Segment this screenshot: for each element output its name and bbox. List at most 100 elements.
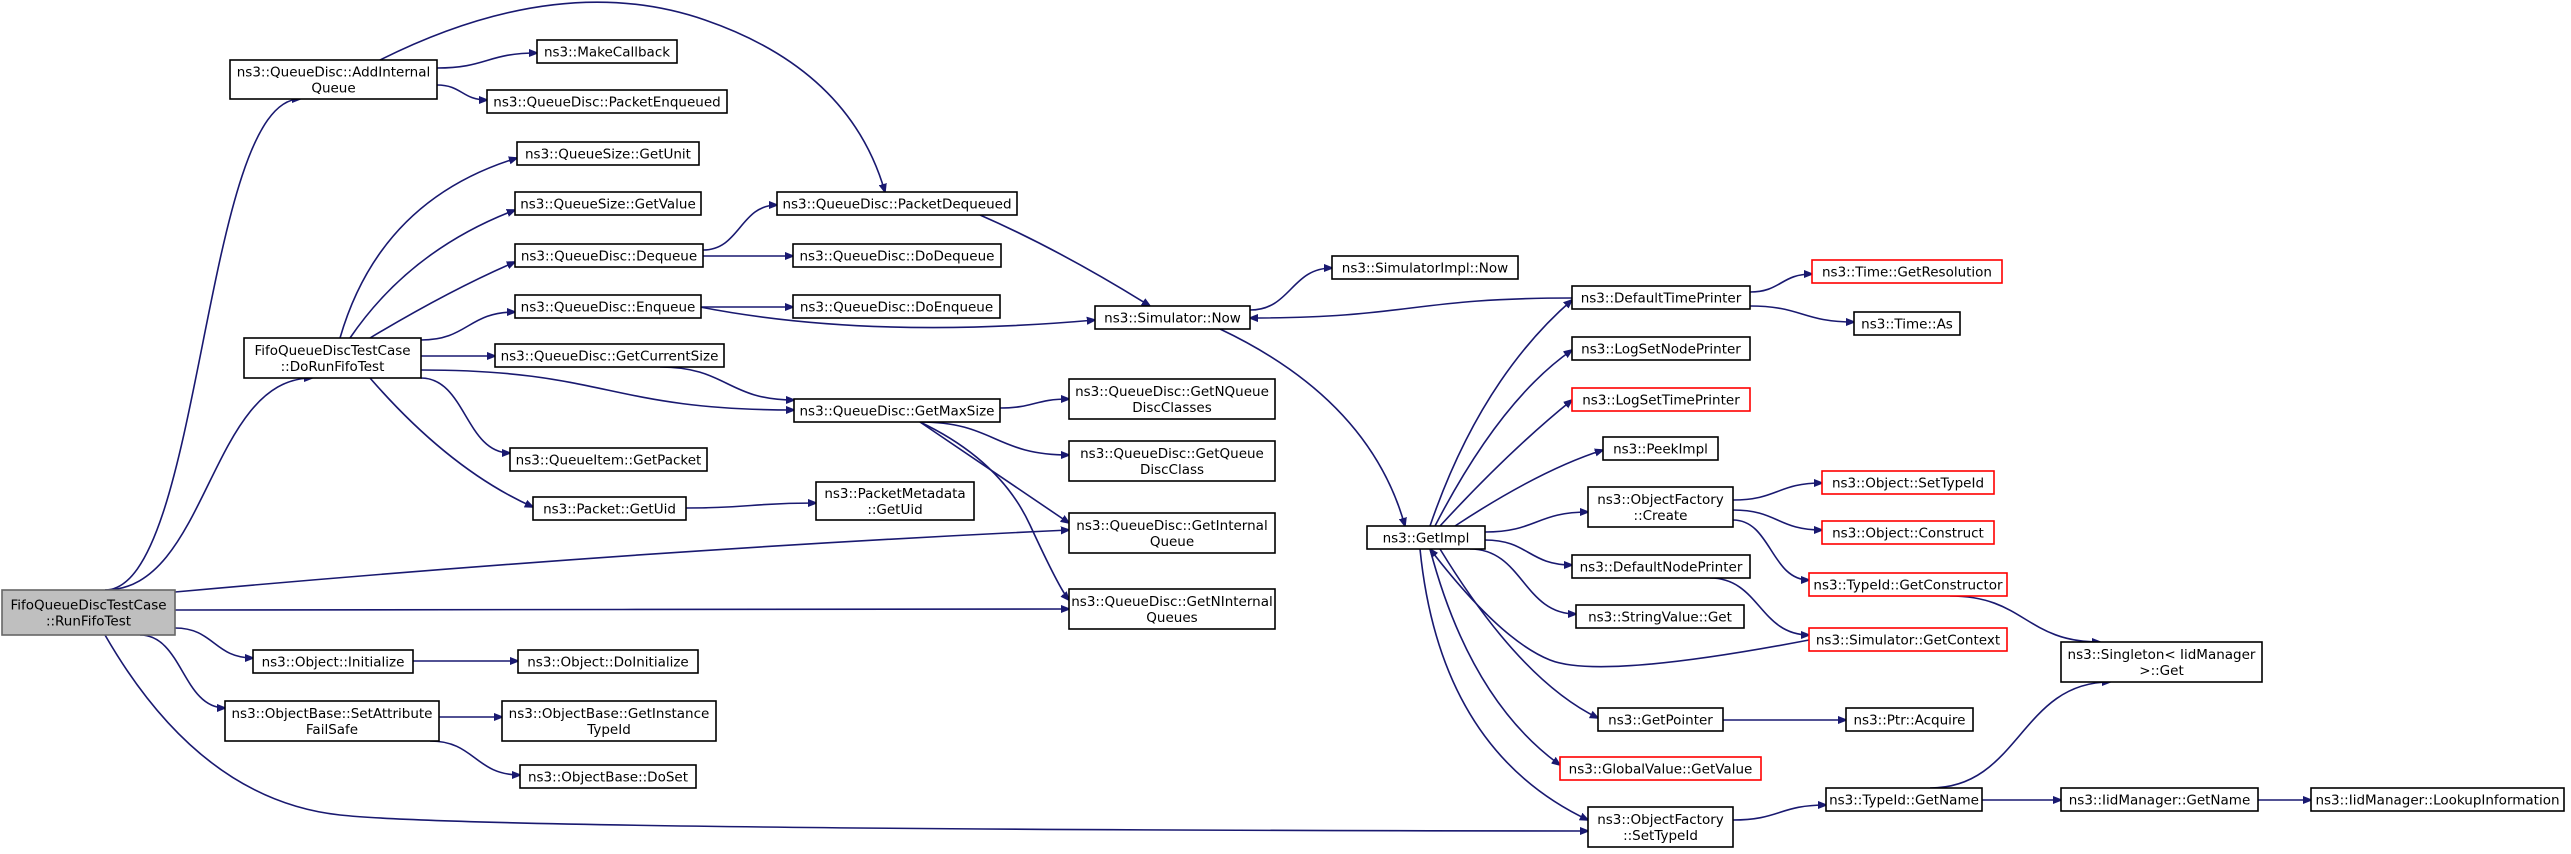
edge-addInternal-to-makeCallback	[436, 53, 537, 69]
node-peekImpl[interactable]: ns3::PeekImpl	[1602, 436, 1719, 461]
node-qiPacket[interactable]: ns3::QueueItem::GetPacket	[509, 447, 708, 472]
node-box	[243, 337, 422, 379]
node-pmUid[interactable]: ns3::PacketMetadata::GetUid	[815, 481, 975, 521]
node-objInit[interactable]: ns3::Object::Initialize	[252, 649, 414, 674]
node-label: ::Create	[1634, 508, 1688, 524]
node-box	[1575, 604, 1745, 629]
edge-getImpl-to-peekImpl	[1454, 450, 1603, 527]
node-box	[1068, 440, 1276, 482]
node-simImplNow[interactable]: ns3::SimulatorImpl::Now	[1331, 255, 1519, 280]
node-simContext[interactable]: ns3::Simulator::GetContext	[1808, 627, 2008, 652]
node-ptrAcquire[interactable]: ns3::Ptr::Acquire	[1845, 707, 1974, 732]
edge-defTime-to-timeRes	[1749, 274, 1812, 293]
node-gvGet[interactable]: ns3::GlobalValue::GetValue	[1559, 756, 1762, 781]
node-label: ns3::ObjectBase::DoSet	[528, 770, 688, 786]
node-defTime[interactable]: ns3::DefaultTimePrinter	[1571, 285, 1751, 310]
node-root[interactable]: FifoQueueDiscTestCase::RunFifoTest	[1, 589, 176, 636]
edge-doRun-to-qiPacket	[420, 377, 510, 453]
node-label: ns3::QueueDisc::AddInternal	[237, 65, 431, 81]
node-box	[1559, 756, 1762, 781]
edge-getImpl-to-logNode	[1434, 350, 1572, 527]
node-label: ns3::GetPointer	[1608, 713, 1713, 729]
node-timeAs[interactable]: ns3::Time::As	[1853, 311, 1961, 336]
node-label: TypeId	[586, 722, 631, 738]
node-dequeue[interactable]: ns3::QueueDisc::Dequeue	[514, 243, 704, 268]
node-typeName[interactable]: ns3::TypeId::GetName	[1825, 787, 1983, 812]
edge-getImpl-to-logTime	[1439, 400, 1572, 527]
node-box	[1853, 311, 1961, 336]
node-label: Queue	[1150, 534, 1194, 550]
node-getPointer[interactable]: ns3::GetPointer	[1597, 707, 1724, 732]
node-box	[514, 243, 704, 268]
node-iidName[interactable]: ns3::IidManager::GetName	[2060, 787, 2259, 812]
node-label: ns3::Object::Construct	[1832, 526, 1984, 542]
node-ofSetType[interactable]: ns3::ObjectFactory::SetTypeId	[1587, 806, 1734, 848]
node-box	[514, 191, 702, 216]
edge-root-to-doRun	[104, 378, 312, 591]
node-timeRes[interactable]: ns3::Time::GetResolution	[1811, 259, 2003, 284]
node-label: ns3::StringValue::Get	[1588, 610, 1732, 626]
node-doSet[interactable]: ns3::ObjectBase::DoSet	[519, 764, 697, 789]
node-objConstruct[interactable]: ns3::Object::Construct	[1821, 520, 1995, 545]
node-qsValue[interactable]: ns3::QueueSize::GetValue	[514, 191, 702, 216]
node-label: ns3::Packet::GetUid	[543, 502, 676, 518]
node-makeCallback[interactable]: ns3::MakeCallback	[536, 39, 678, 64]
node-pktDeq[interactable]: ns3::QueueDisc::PacketDequeued	[776, 191, 1018, 216]
node-label: ns3::Simulator::Now	[1104, 311, 1241, 327]
edge-addInternal-to-pktEnq	[436, 84, 487, 100]
node-box	[252, 649, 414, 674]
node-objSetType[interactable]: ns3::Object::SetTypeId	[1821, 470, 1995, 495]
edge-maxSize-to-nInternal	[919, 421, 1069, 600]
node-doRun[interactable]: FifoQueueDiscTestCase::DoRunFifoTest	[243, 337, 422, 379]
node-label: ns3::Singleton< IidManager	[2068, 647, 2256, 663]
edge-simNow-to-getImpl	[1219, 328, 1405, 526]
node-iidLookup[interactable]: ns3::IidManager::LookupInformation	[2310, 787, 2565, 812]
node-doDequeue[interactable]: ns3::QueueDisc::DoDequeue	[792, 243, 1002, 268]
node-logNode[interactable]: ns3::LogSetNodePrinter	[1571, 336, 1751, 361]
node-label: ns3::QueueItem::GetPacket	[516, 453, 702, 469]
node-doEnqueue[interactable]: ns3::QueueDisc::DoEnqueue	[792, 294, 1001, 319]
node-label: ns3::TypeId::GetName	[1829, 793, 1979, 809]
node-label: ns3::ObjectFactory	[1597, 812, 1724, 828]
node-label: ns3::QueueDisc::PacketEnqueued	[493, 95, 720, 111]
node-label: ::SetTypeId	[1623, 828, 1698, 844]
node-qsUnit[interactable]: ns3::QueueSize::GetUnit	[516, 141, 700, 166]
node-pktEnq[interactable]: ns3::QueueDisc::PacketEnqueued	[486, 89, 728, 114]
node-maxSize[interactable]: ns3::QueueDisc::GetMaxSize	[793, 398, 1001, 423]
node-label: ns3::Time::GetResolution	[1822, 265, 1992, 281]
node-simNow[interactable]: ns3::Simulator::Now	[1094, 305, 1251, 330]
node-enqueue[interactable]: ns3::QueueDisc::Enqueue	[514, 294, 702, 319]
node-logTime[interactable]: ns3::LogSetTimePrinter	[1571, 387, 1751, 412]
node-curSize[interactable]: ns3::QueueDisc::GetCurrentSize	[494, 343, 725, 368]
edge-ofCreate-to-objConstruct	[1732, 509, 1822, 530]
node-label: ns3::DefaultTimePrinter	[1581, 291, 1742, 307]
node-label: ns3::QueueDisc::DoEnqueue	[800, 300, 993, 316]
edge-typeCtor-to-singleton	[1949, 595, 2100, 642]
node-label: ::GetUid	[867, 502, 922, 518]
edge-doRun-to-qsValue	[349, 210, 515, 339]
node-box	[1068, 588, 1276, 630]
node-typeCtor[interactable]: ns3::TypeId::GetConstructor	[1808, 572, 2008, 597]
node-label: DiscClasses	[1132, 400, 1211, 416]
node-label: ns3::GetImpl	[1383, 531, 1470, 547]
node-box	[1587, 806, 1734, 848]
node-strGet[interactable]: ns3::StringValue::Get	[1575, 604, 1745, 629]
edge-ofSetType-to-typeName	[1732, 805, 1826, 821]
node-objDoInit[interactable]: ns3::Object::DoInitialize	[517, 649, 699, 674]
node-pktUid[interactable]: ns3::Packet::GetUid	[532, 496, 687, 521]
node-defNode[interactable]: ns3::DefaultNodePrinter	[1571, 554, 1751, 579]
node-label: Queue	[311, 81, 355, 97]
node-label: ns3::ObjectBase::SetAttribute	[232, 706, 433, 722]
node-ofCreate[interactable]: ns3::ObjectFactory::Create	[1587, 486, 1734, 528]
node-box	[1366, 525, 1486, 550]
node-getImpl[interactable]: ns3::GetImpl	[1366, 525, 1486, 550]
node-singleton[interactable]: ns3::Singleton< IidManager >::Get	[2060, 641, 2263, 683]
